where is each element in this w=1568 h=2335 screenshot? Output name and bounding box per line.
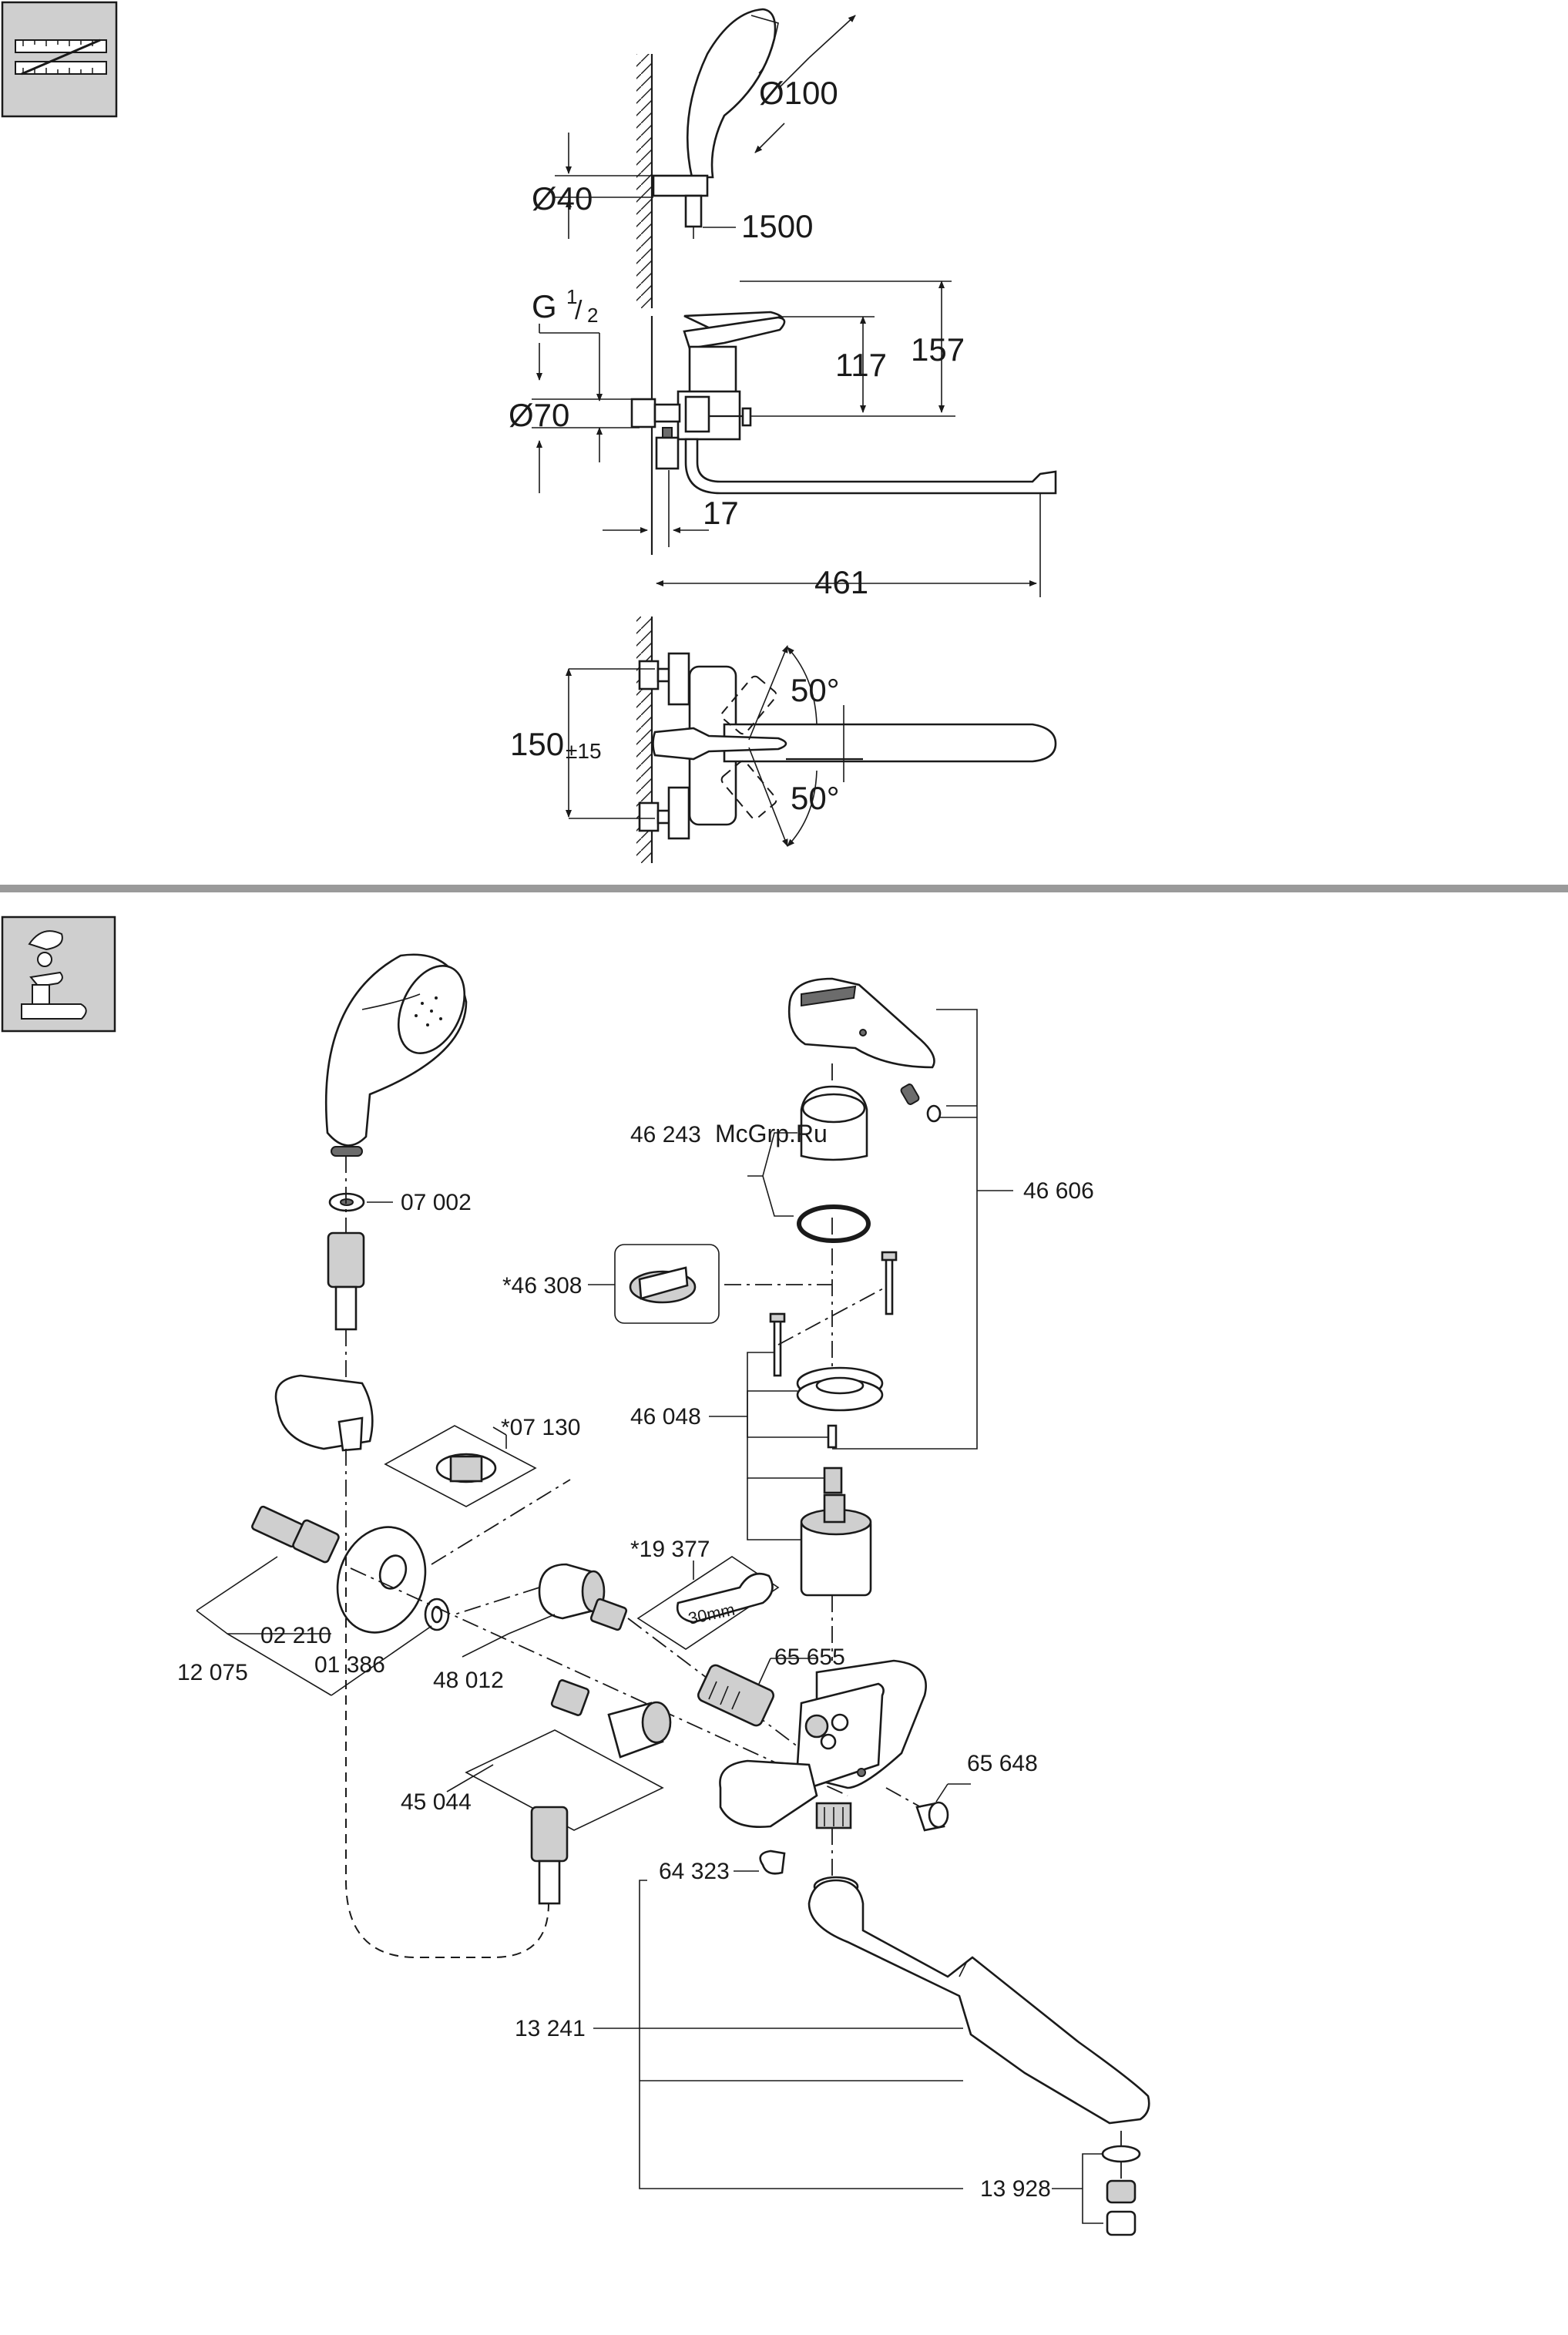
height-117-label: 117: [835, 347, 887, 383]
part-label-07130: *07 130: [501, 1415, 580, 1440]
nipple: [590, 1598, 627, 1631]
angle-upper-label: 50°: [791, 672, 840, 708]
escutcheon-diameter-label: Ø70: [509, 397, 569, 433]
part-label-12075: 12 075: [177, 1660, 248, 1685]
thread-g-label: G: [532, 288, 557, 324]
ring-46048: [797, 1368, 882, 1410]
center-distance-label: 150: [510, 726, 564, 762]
part-label-01386: 01 386: [314, 1652, 385, 1678]
part-label-64323: 64 323: [659, 1859, 730, 1884]
handshower-part: [326, 955, 478, 1156]
part-label-02210: 02 210: [260, 1623, 331, 1648]
part-label-65648: 65 648: [967, 1751, 1038, 1776]
height-157-label: 157: [911, 331, 965, 368]
spline-adapter: [824, 1468, 841, 1493]
faucet-parts-icon: [2, 917, 115, 1031]
wrench-19377: 30mm: [638, 1557, 778, 1649]
part-label-46048: 46 048: [630, 1404, 701, 1430]
adapter-46308: [615, 1245, 719, 1323]
measuring-tape-icon: [2, 2, 116, 116]
wall-holder-diameter-label: Ø40: [532, 180, 593, 217]
cap-65648: [917, 1802, 948, 1830]
o-ring: [799, 1207, 868, 1241]
part-label-48012: 48 012: [433, 1668, 504, 1693]
screw-left: [774, 1318, 781, 1376]
part-label-07002: 07 002: [401, 1190, 472, 1215]
cartridge: [801, 1495, 871, 1595]
mixer-side: [632, 312, 1056, 493]
spout-13241: [809, 1877, 1149, 2123]
thread-slash: /: [575, 296, 583, 325]
hose-nut-top: [328, 1233, 364, 1287]
handshower-side: [653, 9, 778, 239]
part-label-45044: 45 044: [401, 1789, 472, 1815]
wall-offset-label: 17: [703, 495, 739, 531]
center-tolerance-label: ±15: [566, 739, 602, 763]
nut-45044: [551, 1679, 670, 1757]
handshower-diameter-label: Ø100: [759, 75, 838, 111]
exploded-view: 07 002 *07 130: [177, 955, 1149, 2235]
escutcheon-02210: [323, 1514, 439, 1645]
part-label-13928: 13 928: [980, 2176, 1051, 2202]
part-label-46308: *46 308: [502, 1273, 582, 1299]
part-label-65655: 65 655: [774, 1645, 845, 1670]
spout-reach-label: 461: [814, 564, 868, 600]
top-view-drawing: 150 ±15 50° 50°: [510, 646, 1056, 846]
clip-64323: [760, 1851, 784, 1873]
aerator-13928: [1103, 2146, 1140, 2235]
thread-denominator: 2: [587, 304, 598, 327]
part-label-19377: *19 377: [630, 1537, 710, 1562]
angle-lower-label: 50°: [791, 780, 840, 816]
part-label-13241: 13 241: [515, 2016, 586, 2041]
section-separator: [0, 885, 1568, 892]
hose-length-label: 1500: [741, 208, 813, 244]
part-label-46243: 46 243: [630, 1122, 701, 1147]
screw-right: [886, 1256, 892, 1314]
part-label-46606: 46 606: [1023, 1178, 1094, 1204]
connector-12075: [251, 1506, 340, 1564]
hose-nut-bottom: [532, 1807, 567, 1861]
mixer-top: [640, 653, 1056, 838]
